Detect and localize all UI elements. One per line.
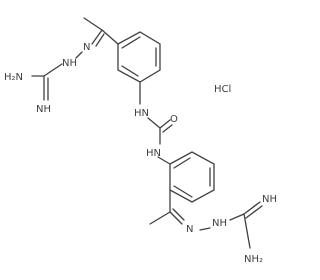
label-nh2-top: H₂N <box>4 72 23 83</box>
top-ring-double-1 <box>121 36 141 49</box>
bottom-ring-double-3 <box>173 185 193 198</box>
bond-n-nh-bottom <box>199 227 211 231</box>
label-nh-urea-top: HN <box>134 108 149 119</box>
bond-nh-ring-bottom <box>157 156 171 165</box>
bond-cguan-nh-bottom-a <box>243 201 261 215</box>
bond-nh-c-urea-top <box>147 117 161 129</box>
bottom-ring-outline <box>169 151 215 203</box>
bond-c-n-bottom-a <box>169 211 183 225</box>
label-nh-imine-bottom: NH <box>262 194 277 205</box>
bond-c-methyl-top <box>83 17 103 31</box>
bond-c-n-bottom-b <box>172 208 185 221</box>
bond-c-methyl-bottom <box>149 211 171 225</box>
top-guanidine-group <box>31 17 119 101</box>
label-nh-hydrazone-bottom: NH <box>212 218 227 229</box>
top-ring-outline <box>117 31 161 83</box>
label-nh2-bottom: NH₂ <box>244 254 263 265</box>
label-salt: HCl <box>214 84 231 95</box>
bottom-guanidine-group <box>149 201 263 249</box>
label-n-bottom: N <box>186 224 193 235</box>
label-o-urea: O <box>170 114 178 125</box>
label-n-top: N <box>83 42 90 53</box>
bond-nh-cguan-bottom <box>229 213 245 221</box>
bond-n-c-top-a <box>91 29 103 45</box>
top-ring-double-3 <box>121 65 139 77</box>
bond-nh-n-top <box>75 51 83 59</box>
bond-c-o-urea-b <box>162 124 173 133</box>
bond-cguan-nh2-bottom <box>243 213 251 249</box>
bond-cguan-nh-bottom-b <box>245 205 263 219</box>
bond-c-ring-top <box>101 29 119 45</box>
chemical-structure: H₂N NH N NH HN O HN N NH NH NH₂ HCl <box>4 17 277 265</box>
bottom-ring-double-1 <box>173 157 191 169</box>
bond-c-o-urea-a <box>159 119 171 129</box>
label-nh-urea-bottom: HN <box>146 148 161 159</box>
bottom-benzene-ring <box>169 151 215 213</box>
top-benzene-ring <box>117 31 161 105</box>
urea-group <box>147 117 173 165</box>
bond-cguan-nh-hydrazone-top <box>43 63 63 77</box>
label-nh-imine-top: NH <box>36 104 51 115</box>
label-nh-hydrazone-top: NH <box>62 58 77 69</box>
structure-canvas: H₂N NH N NH HN O HN N NH NH NH₂ HCl <box>4 17 277 265</box>
bond-n-c-top-b <box>95 33 105 47</box>
